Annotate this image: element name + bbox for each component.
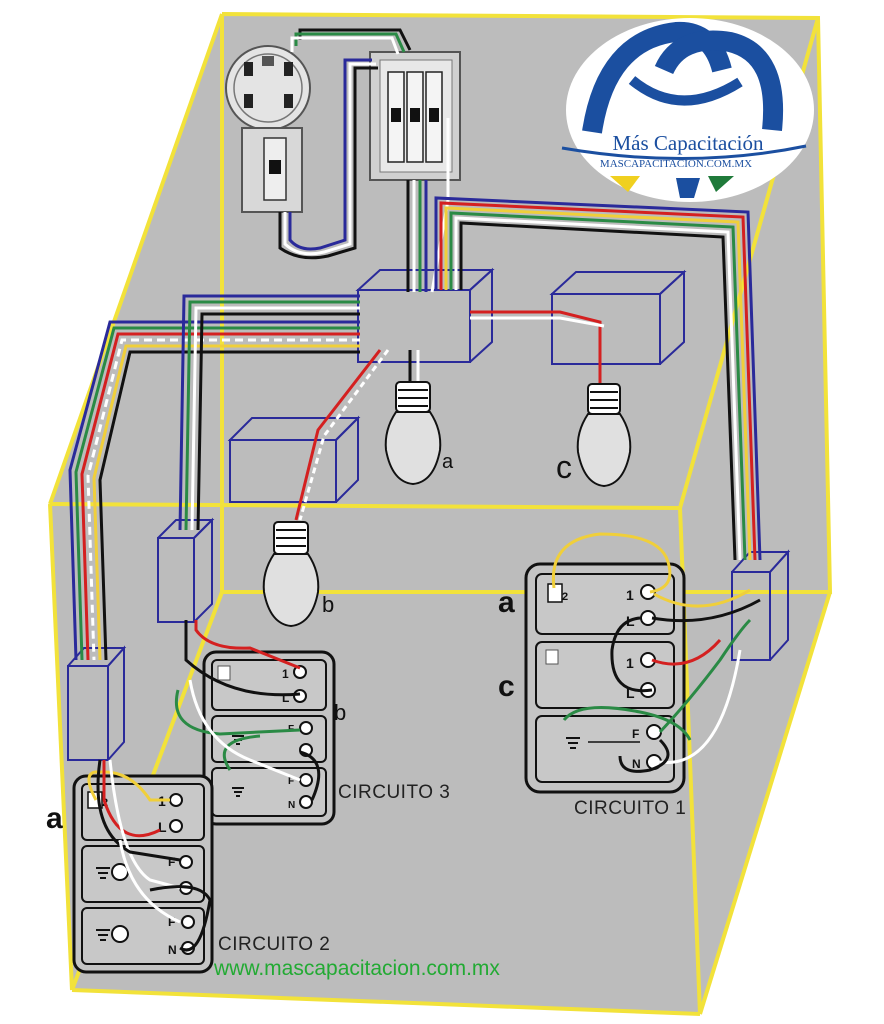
junction-box-b [227, 415, 361, 503]
lamp-wires [294, 310, 605, 521]
logo: Más Capacitación MASCAPACITACION.COM.MX [561, 18, 814, 202]
logo-swoosh [628, 76, 743, 106]
c2-term-N: N [168, 943, 177, 957]
feed-wires [278, 28, 412, 260]
wall-box-mid [157, 517, 215, 623]
bulb-c-icon [576, 383, 632, 488]
c1-term-2: 2 [562, 591, 568, 603]
website-url: www.mascapacitacion.com.mx [213, 957, 500, 980]
bulb-c-label: c [556, 449, 572, 485]
junction-box-c [549, 269, 687, 365]
switch-a-left-label: a [46, 802, 63, 835]
switch-plate-circuito-3 [202, 650, 336, 826]
c2-term-L: L [158, 819, 167, 835]
bulb-b-icon [262, 521, 320, 628]
switch-wires [87, 532, 761, 952]
c1-term-1b: 1 [626, 655, 634, 671]
c3-term-F2: F [288, 776, 294, 787]
logo-arc-right [654, 30, 783, 132]
c1-term-L2: L [626, 685, 635, 701]
c3-term-N: N [288, 800, 295, 811]
c3-term-L: L [282, 691, 289, 705]
main-breaker-icon [241, 127, 303, 213]
conduit-mid [178, 294, 360, 531]
circuito-3-label: CIRCUITO 3 [338, 782, 450, 803]
switch-a-right-label: a [498, 586, 515, 619]
circuito-2-label: CIRCUITO 2 [218, 934, 330, 955]
c1-term-N: N [632, 757, 641, 771]
c2-term-F2: F [168, 915, 175, 929]
switch-c-right-label: c [498, 670, 515, 703]
c1-term-1a: 1 [626, 587, 634, 603]
c3-term-1: 1 [282, 667, 289, 681]
conduit-right [434, 196, 762, 561]
bulb-a-icon [384, 381, 442, 486]
c1-term-F: F [632, 727, 639, 741]
wall-box-right [731, 549, 791, 661]
logo-title: Más Capacitación [612, 131, 764, 155]
breaker-panel [369, 51, 461, 181]
bulb-a-label: a [442, 451, 454, 473]
circuito-1-label: CIRCUITO 1 [574, 798, 686, 819]
c2-term-F1: F [168, 855, 175, 869]
logo-url: MASCAPACITACION.COM.MX [600, 158, 752, 170]
bulb-b-label: b [322, 592, 334, 617]
switch-b-label: b [334, 700, 346, 725]
conduit-left [68, 320, 360, 661]
meter-icon [225, 45, 311, 131]
